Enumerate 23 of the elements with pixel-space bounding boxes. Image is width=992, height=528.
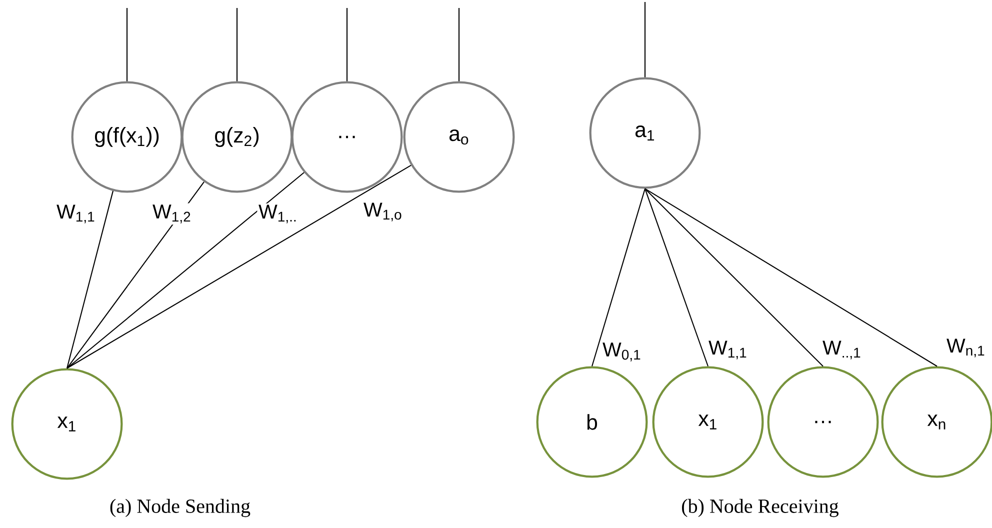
connection-line <box>644 188 824 367</box>
weight-label: W$_{0,1}$ <box>601 341 643 363</box>
connection-line <box>66 164 412 369</box>
weight-label: W$_{n,1}$ <box>945 337 987 359</box>
connection-line <box>592 188 646 366</box>
connection-line <box>644 188 708 366</box>
caption: (b) Node Receiving <box>682 498 838 518</box>
caption: (a) Node Sending <box>110 498 250 518</box>
connection-line <box>126 8 128 82</box>
connection-line <box>644 188 938 367</box>
weight-label: W$_{1,o}$ <box>362 201 404 223</box>
weight-label: W$_{1,1}$ <box>55 203 97 225</box>
connection-line <box>236 8 238 82</box>
connection-line <box>66 190 114 368</box>
weight-label: W$_{1,2}$ <box>151 203 193 225</box>
connection-line <box>66 172 304 369</box>
weight-label: W$_{..,1}$ <box>821 339 863 361</box>
connection-line <box>66 182 204 369</box>
connection-line <box>644 2 646 78</box>
weight-label: W$_{1,..}$ <box>257 203 299 225</box>
weight-label: W$_{1,1}$ <box>707 339 749 361</box>
connection-line <box>346 8 348 82</box>
connection-line <box>458 8 460 82</box>
